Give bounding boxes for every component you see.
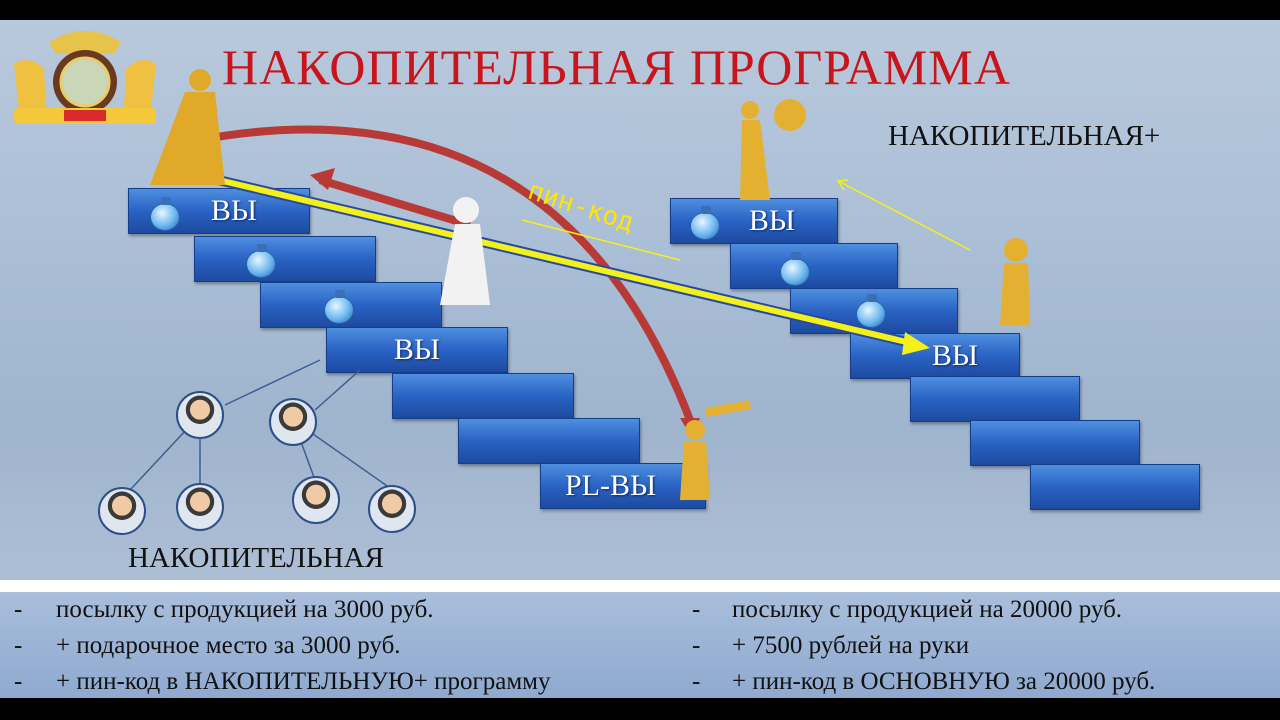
bottle-icon bbox=[150, 197, 180, 231]
gold-hero-icon bbox=[150, 69, 225, 185]
bullet: - bbox=[692, 668, 701, 695]
conditions-panel: - - - посылку с продукцией на 3000 руб. … bbox=[0, 592, 1280, 698]
avatar bbox=[368, 485, 416, 533]
red-curve-arrow bbox=[209, 125, 694, 422]
gold-telescope-figure-icon bbox=[680, 400, 751, 500]
thin-arrow bbox=[839, 181, 971, 251]
avatar bbox=[269, 398, 317, 446]
left-bullet: + подарочное место за 3000 руб. bbox=[56, 632, 401, 659]
left-step-6 bbox=[458, 418, 640, 464]
gold-award-figure-icon bbox=[740, 99, 806, 200]
avatar bbox=[292, 476, 340, 524]
left-bullet: + пин-код в НАКОПИТЕЛЬНУЮ+ программу bbox=[56, 668, 551, 695]
logo bbox=[4, 24, 166, 130]
avatar bbox=[98, 487, 146, 535]
right-step-4: ВЫ bbox=[850, 333, 1020, 379]
bottle-icon bbox=[246, 244, 276, 278]
avatar bbox=[176, 391, 224, 439]
bullet: - bbox=[14, 668, 23, 695]
bullet: - bbox=[14, 632, 23, 659]
white-climber-icon bbox=[440, 197, 490, 305]
pin-arrow bbox=[521, 219, 681, 261]
right-step-2 bbox=[730, 243, 898, 289]
right-bullet: посылку с продукцией на 20000 руб. bbox=[732, 596, 1123, 623]
right-bullet: + 7500 рублей на руки bbox=[732, 632, 970, 659]
gold-king-figure-icon bbox=[1000, 238, 1030, 325]
bottle-icon bbox=[780, 252, 810, 286]
right-bullet: + пин-код в ОСНОВНУЮ за 20000 руб. bbox=[732, 668, 1156, 695]
divider bbox=[0, 580, 1280, 592]
slide: НАКОПИТЕЛЬНАЯ ПРОГРАММА НАКОПИТЕЛЬНАЯ+ В… bbox=[0, 20, 1280, 698]
arrows-and-figures bbox=[129, 69, 1030, 500]
right-step-7 bbox=[1030, 464, 1200, 510]
crest-icon bbox=[14, 31, 156, 124]
left-bullet: посылку с продукцией на 3000 руб. bbox=[56, 596, 434, 623]
bottle-icon bbox=[324, 290, 354, 324]
bottle-icon bbox=[690, 206, 720, 240]
left-step-7: PL-ВЫ bbox=[540, 463, 706, 509]
bullet: - bbox=[692, 632, 701, 659]
right-program-label: НАКОПИТЕЛЬНАЯ+ bbox=[888, 120, 1161, 152]
network-lines bbox=[129, 359, 391, 491]
bullet: - bbox=[692, 596, 701, 623]
avatar bbox=[176, 483, 224, 531]
right-step-6 bbox=[970, 420, 1140, 466]
left-step-4: ВЫ bbox=[326, 327, 508, 373]
bottle-icon bbox=[856, 294, 886, 328]
page-title: НАКОПИТЕЛЬНАЯ ПРОГРАММА bbox=[222, 39, 1011, 95]
left-step-2 bbox=[194, 236, 376, 282]
bullet: - bbox=[14, 596, 23, 623]
left-program-label: НАКОПИТЕЛЬНАЯ bbox=[128, 542, 384, 574]
red-return-arrow bbox=[318, 176, 472, 229]
